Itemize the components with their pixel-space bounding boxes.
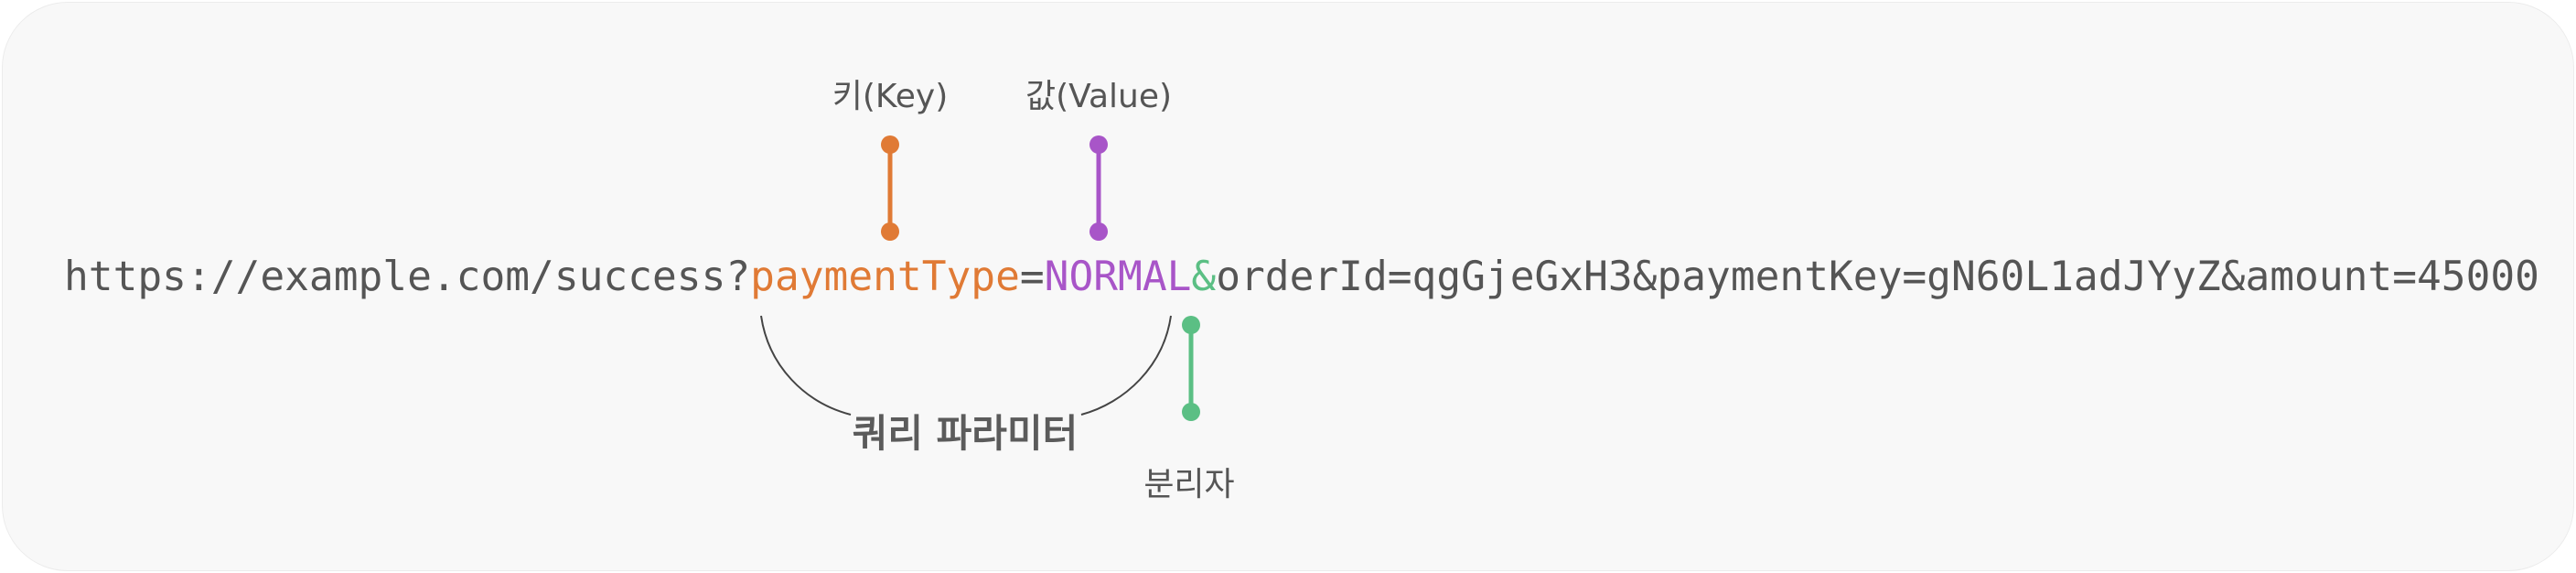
url-rest: orderId=qgGjeGxH3&paymentKey=gN60L1adJYy…: [1216, 254, 2539, 300]
brace-right-curve: [1080, 315, 1172, 416]
brace-left-curve: [760, 315, 852, 416]
separator-pin-bottom-dot: [1182, 403, 1200, 421]
value-pin-bottom-dot: [1089, 222, 1108, 241]
separator-pin-top-dot: [1182, 316, 1200, 334]
url-equals: =: [1019, 254, 1045, 300]
key-label: 키(Key): [832, 78, 949, 115]
url-text: https://example.com/success?paymentType=…: [64, 245, 2539, 309]
query-value: NORMAL: [1044, 254, 1192, 300]
query-separator: &: [1191, 254, 1217, 300]
key-pin-top-dot: [881, 135, 899, 154]
query-key: paymentType: [750, 254, 1020, 300]
separator-label: 분리자: [1143, 466, 1235, 503]
url-base: https://example.com/success?: [64, 254, 751, 300]
query-parameter-label: 쿼리 파라미터: [852, 411, 1079, 456]
key-pin-bottom-dot: [881, 222, 899, 241]
value-pin-top-dot: [1089, 135, 1108, 154]
value-label: 값(Value): [1025, 78, 1173, 115]
